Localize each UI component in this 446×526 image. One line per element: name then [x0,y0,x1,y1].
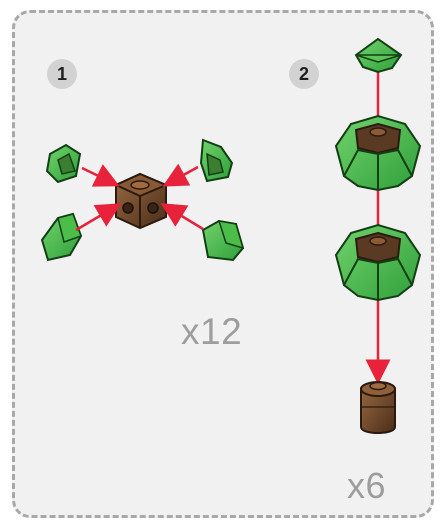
step-1-badge: 1 [47,59,77,89]
step-1-multiplier: x12 [181,311,243,352]
brown-headlight-brick-icon [113,172,169,230]
green-slope-brick-top-right-icon [199,138,234,183]
brown-round-brick-icon [360,381,396,434]
green-slope-cluster-upper-icon [334,114,422,192]
green-slope-brick-bottom-right-icon [201,219,245,262]
green-slope-brick-bottom-left-icon [40,212,83,262]
green-slope-cluster-lower-icon [334,223,422,302]
green-small-slope-icon [354,37,403,74]
step-2-badge: 2 [289,59,319,89]
step-2-multiplier: x6 [347,465,387,506]
green-slope-brick-top-left-icon [45,143,82,184]
step-1-arrows [75,163,204,232]
